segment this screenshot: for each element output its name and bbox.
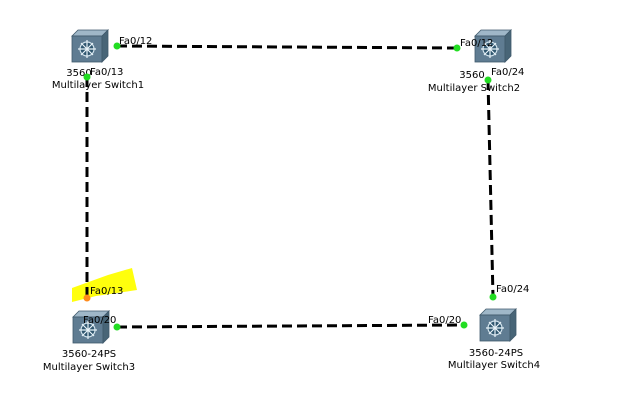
switch1-name: Multilayer Switch1	[52, 80, 144, 91]
port-label: Fa0/24	[496, 284, 529, 295]
switch4-name: Multilayer Switch4	[448, 360, 540, 371]
switch3-name: Multilayer Switch3	[43, 362, 135, 373]
link-switch1-switch2[interactable]	[116, 44, 458, 50]
port-label: Fa0/12	[119, 36, 152, 47]
port-label: Fa0/13	[90, 286, 123, 297]
link-switch3-switch4[interactable]	[116, 323, 465, 329]
port-status-dot	[83, 294, 91, 302]
port-label: Fa0/24	[491, 67, 524, 78]
switch1-model: 3560	[66, 68, 91, 79]
port-label: Fa0/12	[460, 38, 493, 49]
switch2[interactable]	[474, 29, 512, 63]
multilayer-switch-icon	[479, 308, 517, 342]
switch3-model: 3560-24PS	[62, 349, 116, 360]
multilayer-switch-icon	[474, 29, 512, 63]
port-status-dot	[460, 321, 468, 329]
port-label: Fa0/13	[90, 67, 123, 78]
link-switch2-switch4[interactable]	[486, 79, 495, 298]
multilayer-switch-icon	[72, 310, 110, 344]
port-label: Fa0/20	[428, 315, 461, 326]
switch3[interactable]	[72, 310, 110, 344]
port-status-dot	[83, 73, 91, 81]
switch4-model: 3560-24PS	[469, 348, 523, 359]
port-status-dot	[453, 44, 461, 52]
port-label: Fa0/20	[83, 315, 116, 326]
port-status-dot	[484, 76, 492, 84]
port-status-dot	[489, 293, 497, 301]
switch2-name: Multilayer Switch2	[428, 83, 520, 94]
multilayer-switch-icon	[71, 29, 109, 63]
switch1[interactable]	[71, 29, 109, 63]
port-status-dot	[113, 42, 121, 50]
port-status-dot	[113, 323, 121, 331]
switch2-model: 3560	[459, 70, 484, 81]
switch4[interactable]	[479, 308, 517, 342]
